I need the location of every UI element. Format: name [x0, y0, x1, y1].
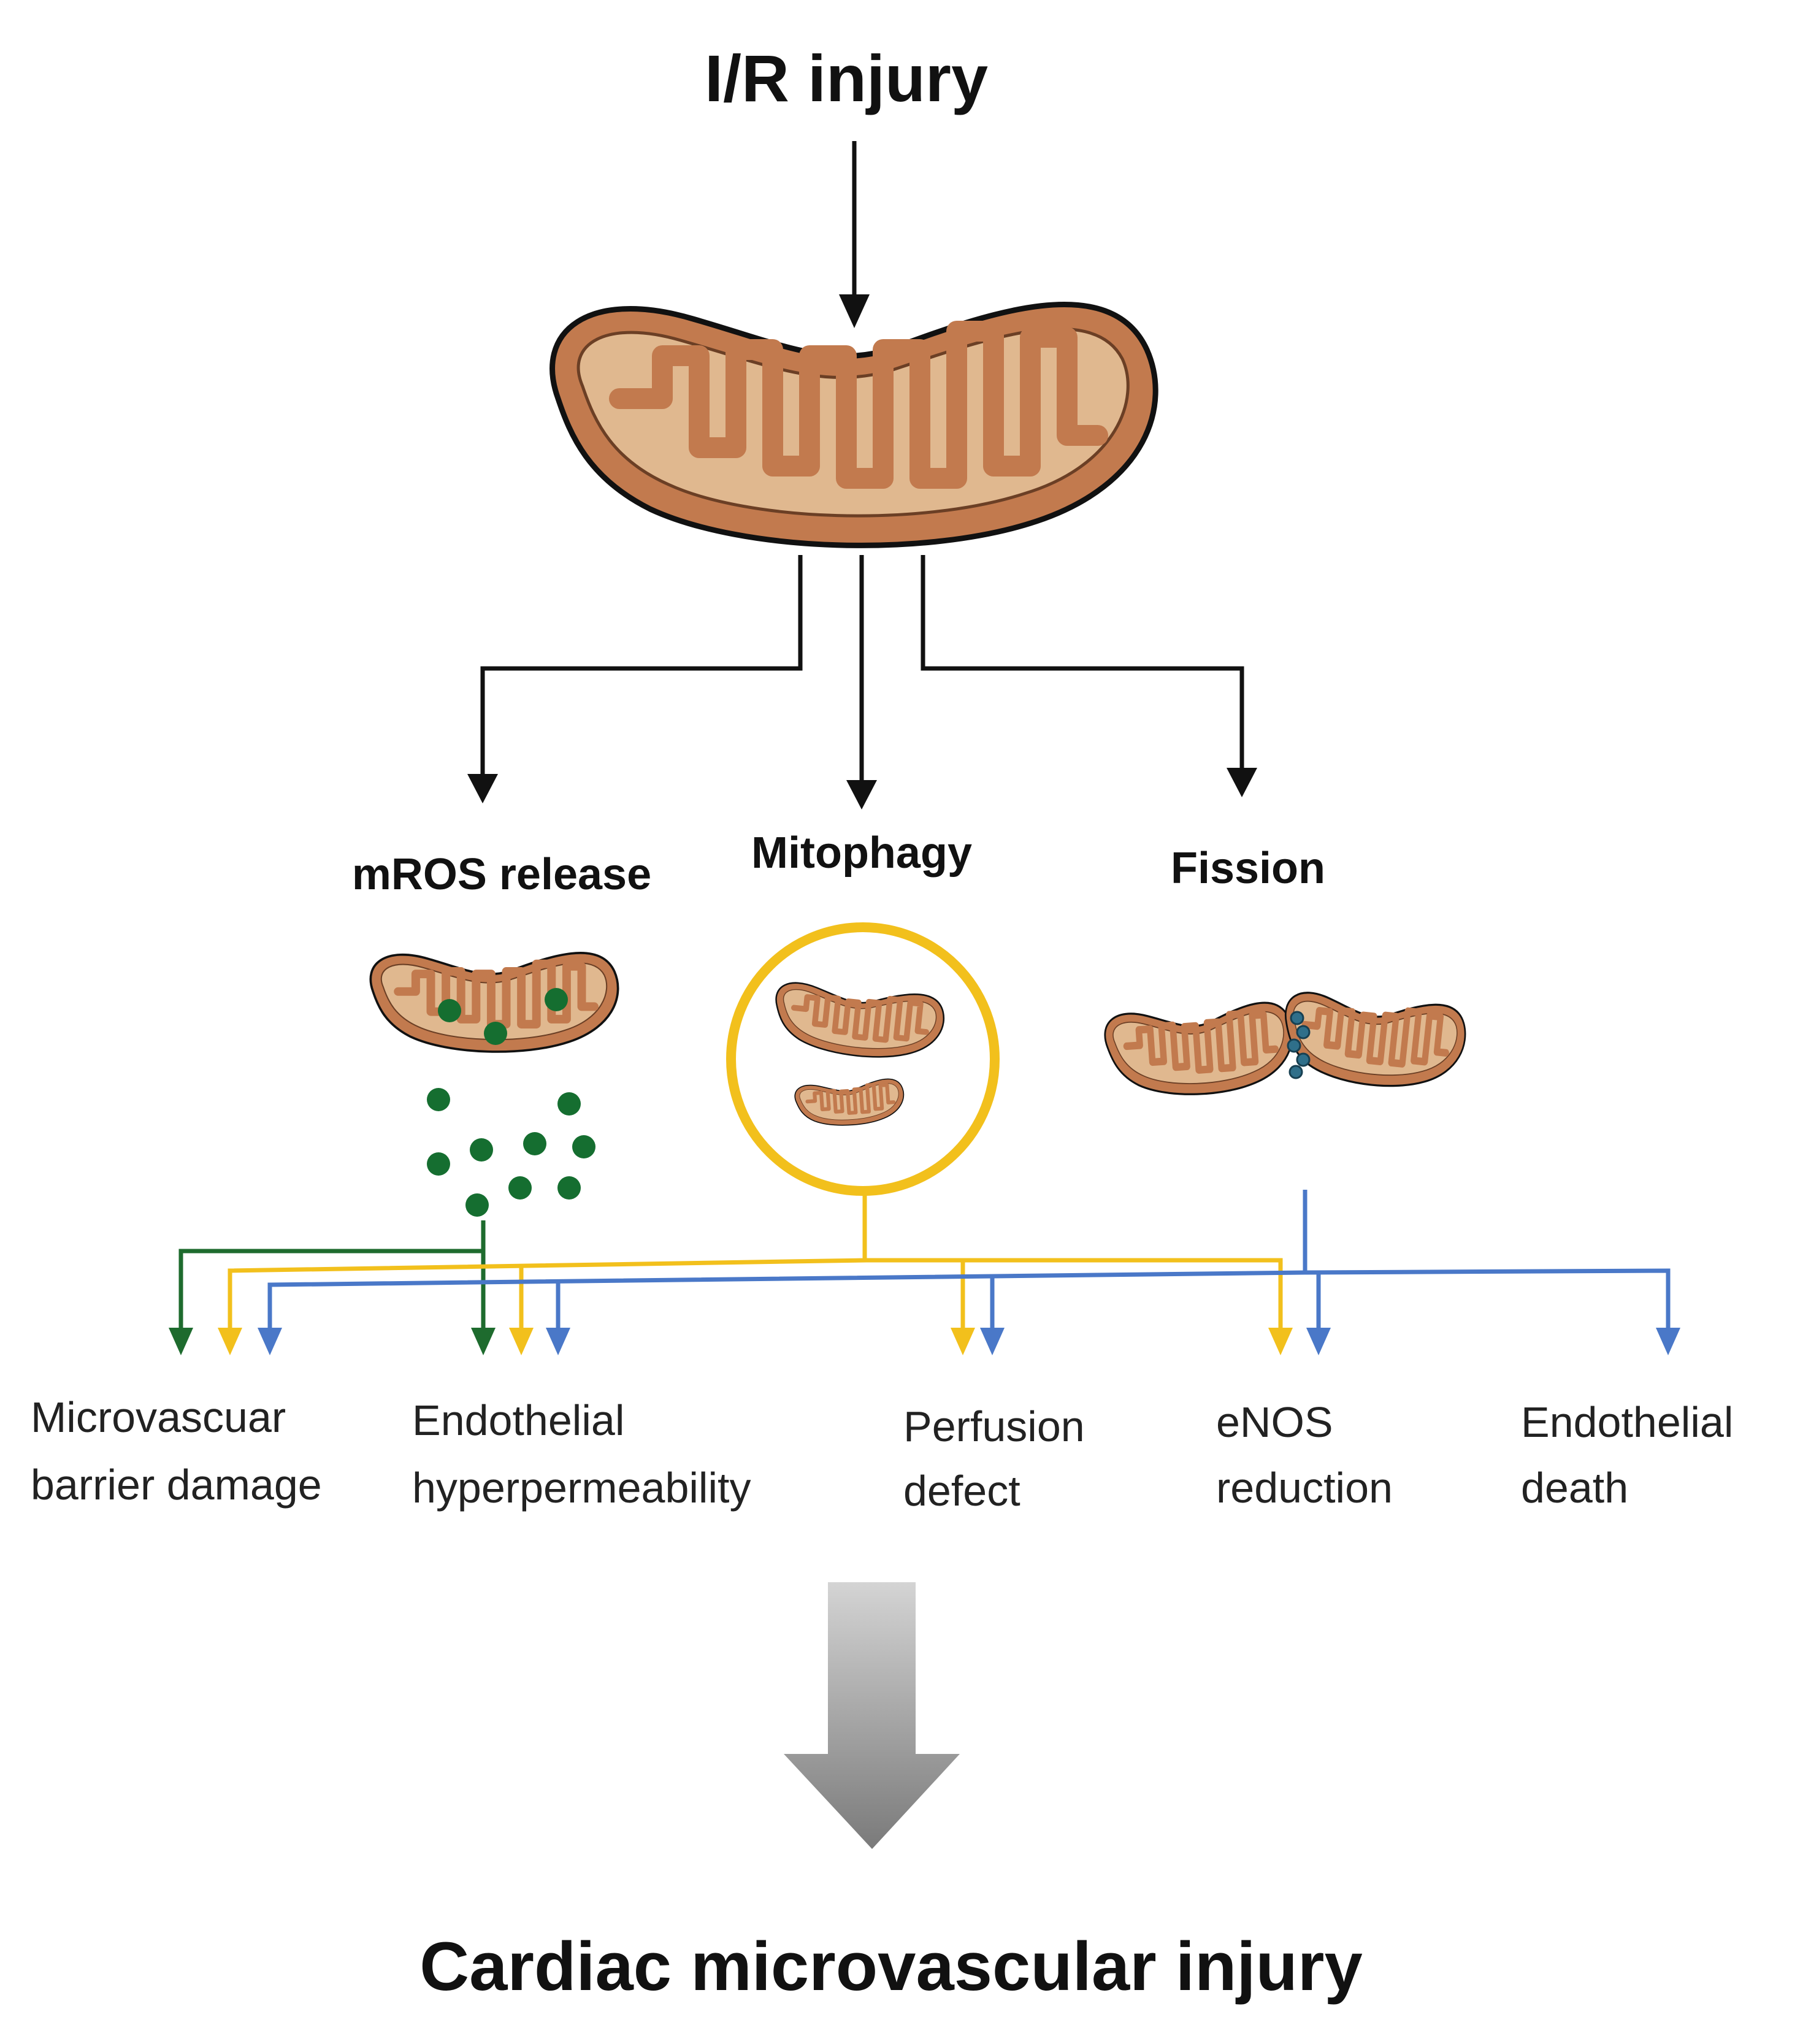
- arrow-title-to-mito: [839, 141, 870, 328]
- fission-constriction-ring: [1287, 1011, 1311, 1079]
- mitochondrion-main: [553, 304, 1156, 545]
- mros-particles: [427, 988, 595, 1217]
- branch-label-mros: mROS release: [352, 850, 651, 899]
- outcome-hyperpermeability: Endothelial hyperpermeability: [412, 1396, 751, 1512]
- outcome-4-line1: Endothelial: [1521, 1398, 1733, 1446]
- outcome-endothelial-death: Endothelial death: [1521, 1398, 1733, 1512]
- outcome-1-line2: hyperpermeability: [412, 1464, 751, 1512]
- result-arrow: [784, 1582, 960, 1849]
- branch-connectors: [480, 555, 1244, 785]
- arrowheads-fission: [258, 1328, 1680, 1355]
- branch-label-fission: Fission: [1171, 844, 1325, 893]
- autophagosome: [726, 922, 1000, 1196]
- outcome-0-line1: Microvascuar: [31, 1393, 286, 1441]
- outcome-4-line2: death: [1521, 1464, 1628, 1512]
- outcome-barrier-damage: Microvascuar barrier damage: [31, 1393, 322, 1509]
- outcome-2-line2: defect: [903, 1467, 1020, 1515]
- arrowheads-mros: [169, 1328, 496, 1355]
- branch-label-mitophagy: Mitophagy: [751, 829, 972, 878]
- result-text: Cardiac microvascular injury: [419, 1928, 1363, 2005]
- outcome-perfusion-defect: Perfusion defect: [903, 1403, 1085, 1515]
- outcome-1-line1: Endothelial: [412, 1396, 624, 1444]
- connectors-mros: [178, 1220, 486, 1331]
- outcome-enos-reduction: eNOS reduction: [1216, 1398, 1393, 1512]
- connectors-mitophagy: [228, 1193, 1283, 1331]
- mitochondrion-fission: [1103, 989, 1468, 1101]
- outcome-3-line1: eNOS: [1216, 1398, 1333, 1446]
- outcome-2-line1: Perfusion: [903, 1403, 1085, 1450]
- outcome-0-line2: barrier damage: [31, 1461, 322, 1509]
- arrowheads-mitophagy: [218, 1328, 1293, 1355]
- branch-arrowheads: [467, 768, 1257, 810]
- title-text: I/R injury: [705, 41, 988, 115]
- outcome-3-line2: reduction: [1216, 1464, 1393, 1512]
- connectors-fission: [267, 1190, 1671, 1331]
